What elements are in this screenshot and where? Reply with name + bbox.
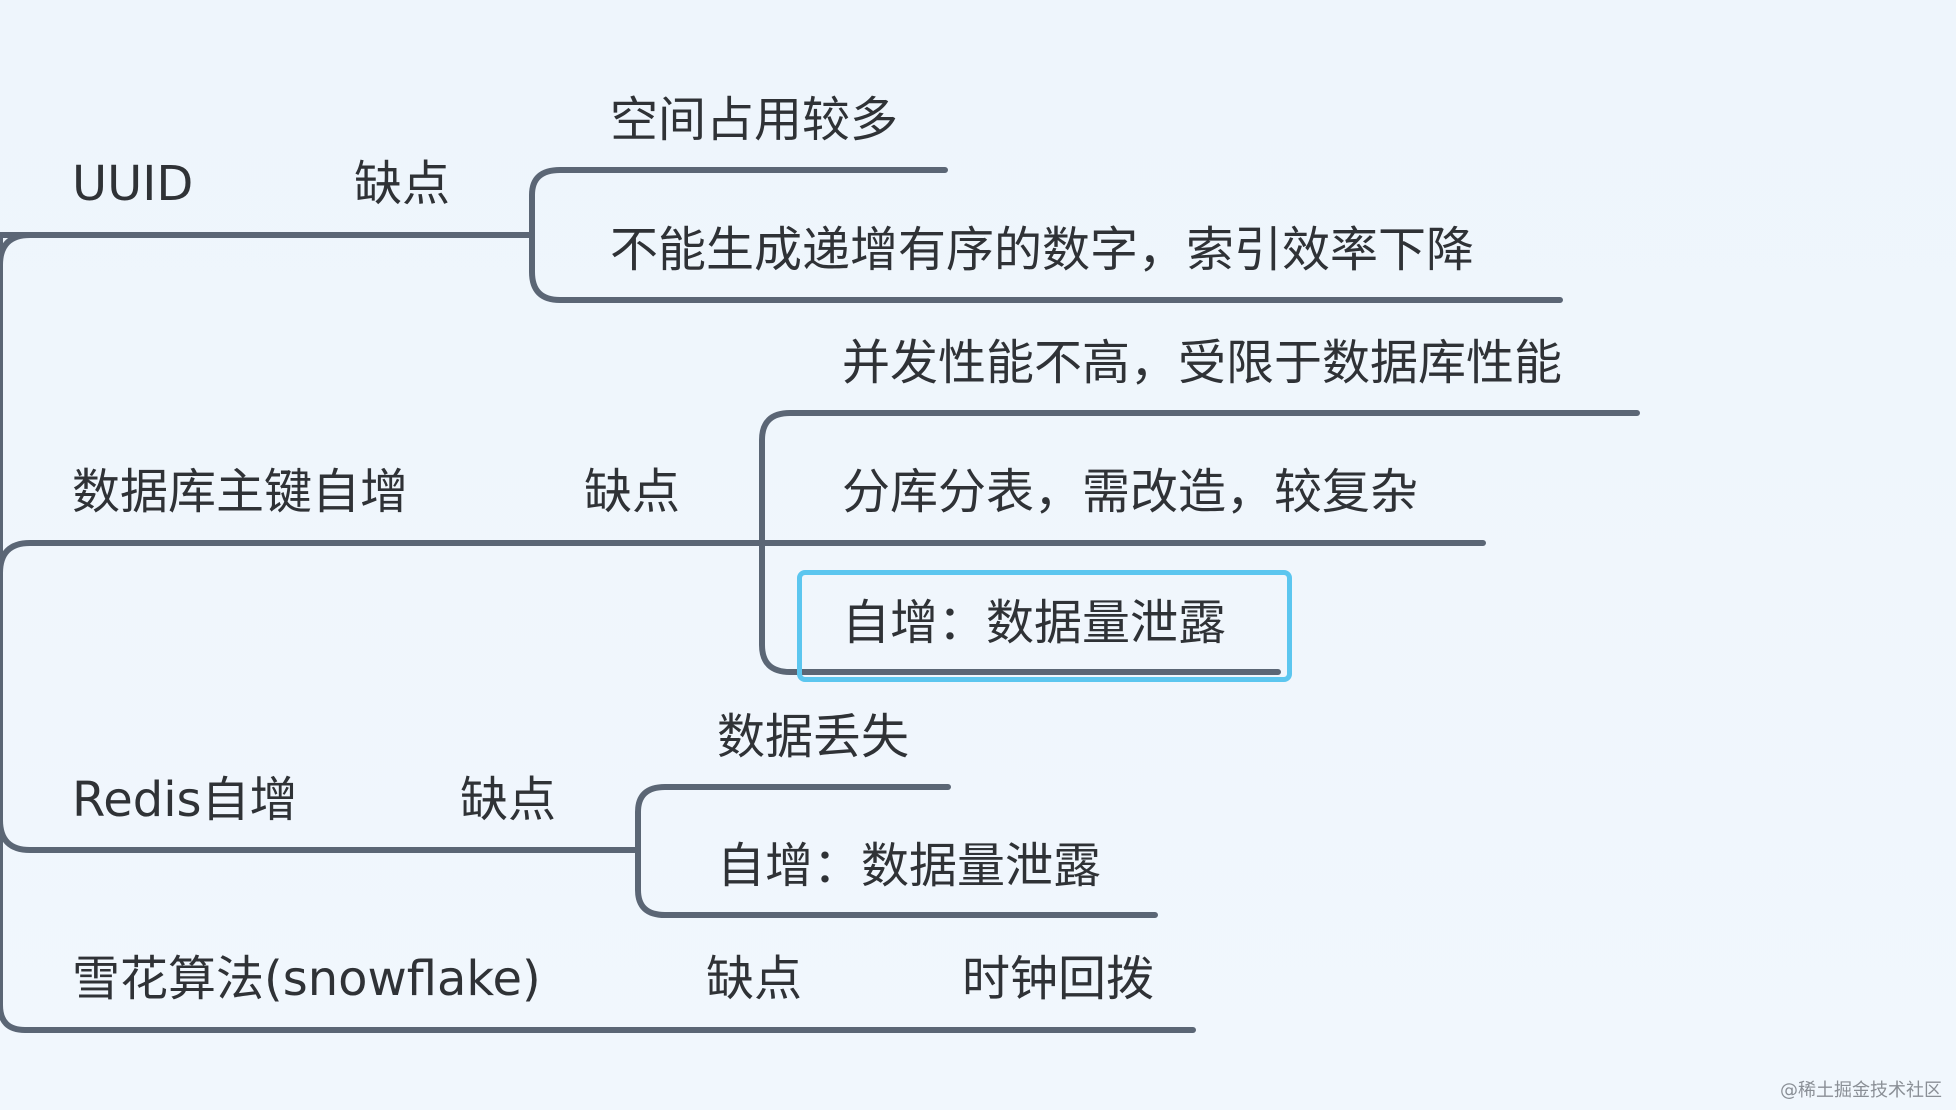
snowflake-child-clock[interactable]: 时钟回拨 [962,951,1155,1007]
db-child-concurrency[interactable]: 并发性能不高，受限于数据库性能 [842,335,1563,391]
trunk-connector [0,232,1196,1033]
uuid-child-index[interactable]: 不能生成递增有序的数字，索引效率下降 [610,222,1475,278]
watermark: @稀土掘金技术社区 [1780,1080,1942,1101]
redis-child-leak[interactable]: 自增：数据量泄露 [717,838,1102,894]
redis-child-data-loss[interactable]: 数据丢失 [717,709,910,765]
db-child-sharding[interactable]: 分库分表，需改造，较复杂 [842,464,1419,520]
trunk-branch-redis [0,817,641,853]
uuid-children-connector [529,167,1563,303]
category-db-drawbacks[interactable]: 缺点 [584,464,681,520]
db-child-leak[interactable]: 自增：数据量泄露 [842,595,1227,651]
trunk-branch-uuid [0,232,535,268]
topic-snowflake[interactable]: 雪花算法(snowflake) [72,951,541,1007]
redis-children-connector [635,784,1158,918]
topic-uuid[interactable]: UUID [72,156,194,212]
selected-node-highlight [797,570,1292,682]
trunk-branch-db [0,540,765,576]
uuid-child-space[interactable]: 空间占用较多 [610,92,899,148]
db-children-connector [759,410,1640,675]
topic-redis-increment[interactable]: Redis自增 [72,772,298,828]
category-snowflake-drawbacks[interactable]: 缺点 [706,951,803,1007]
category-uuid-drawbacks[interactable]: 缺点 [354,156,451,212]
category-redis-drawbacks[interactable]: 缺点 [460,772,557,828]
topic-db-auto-increment[interactable]: 数据库主键自增 [72,464,409,520]
